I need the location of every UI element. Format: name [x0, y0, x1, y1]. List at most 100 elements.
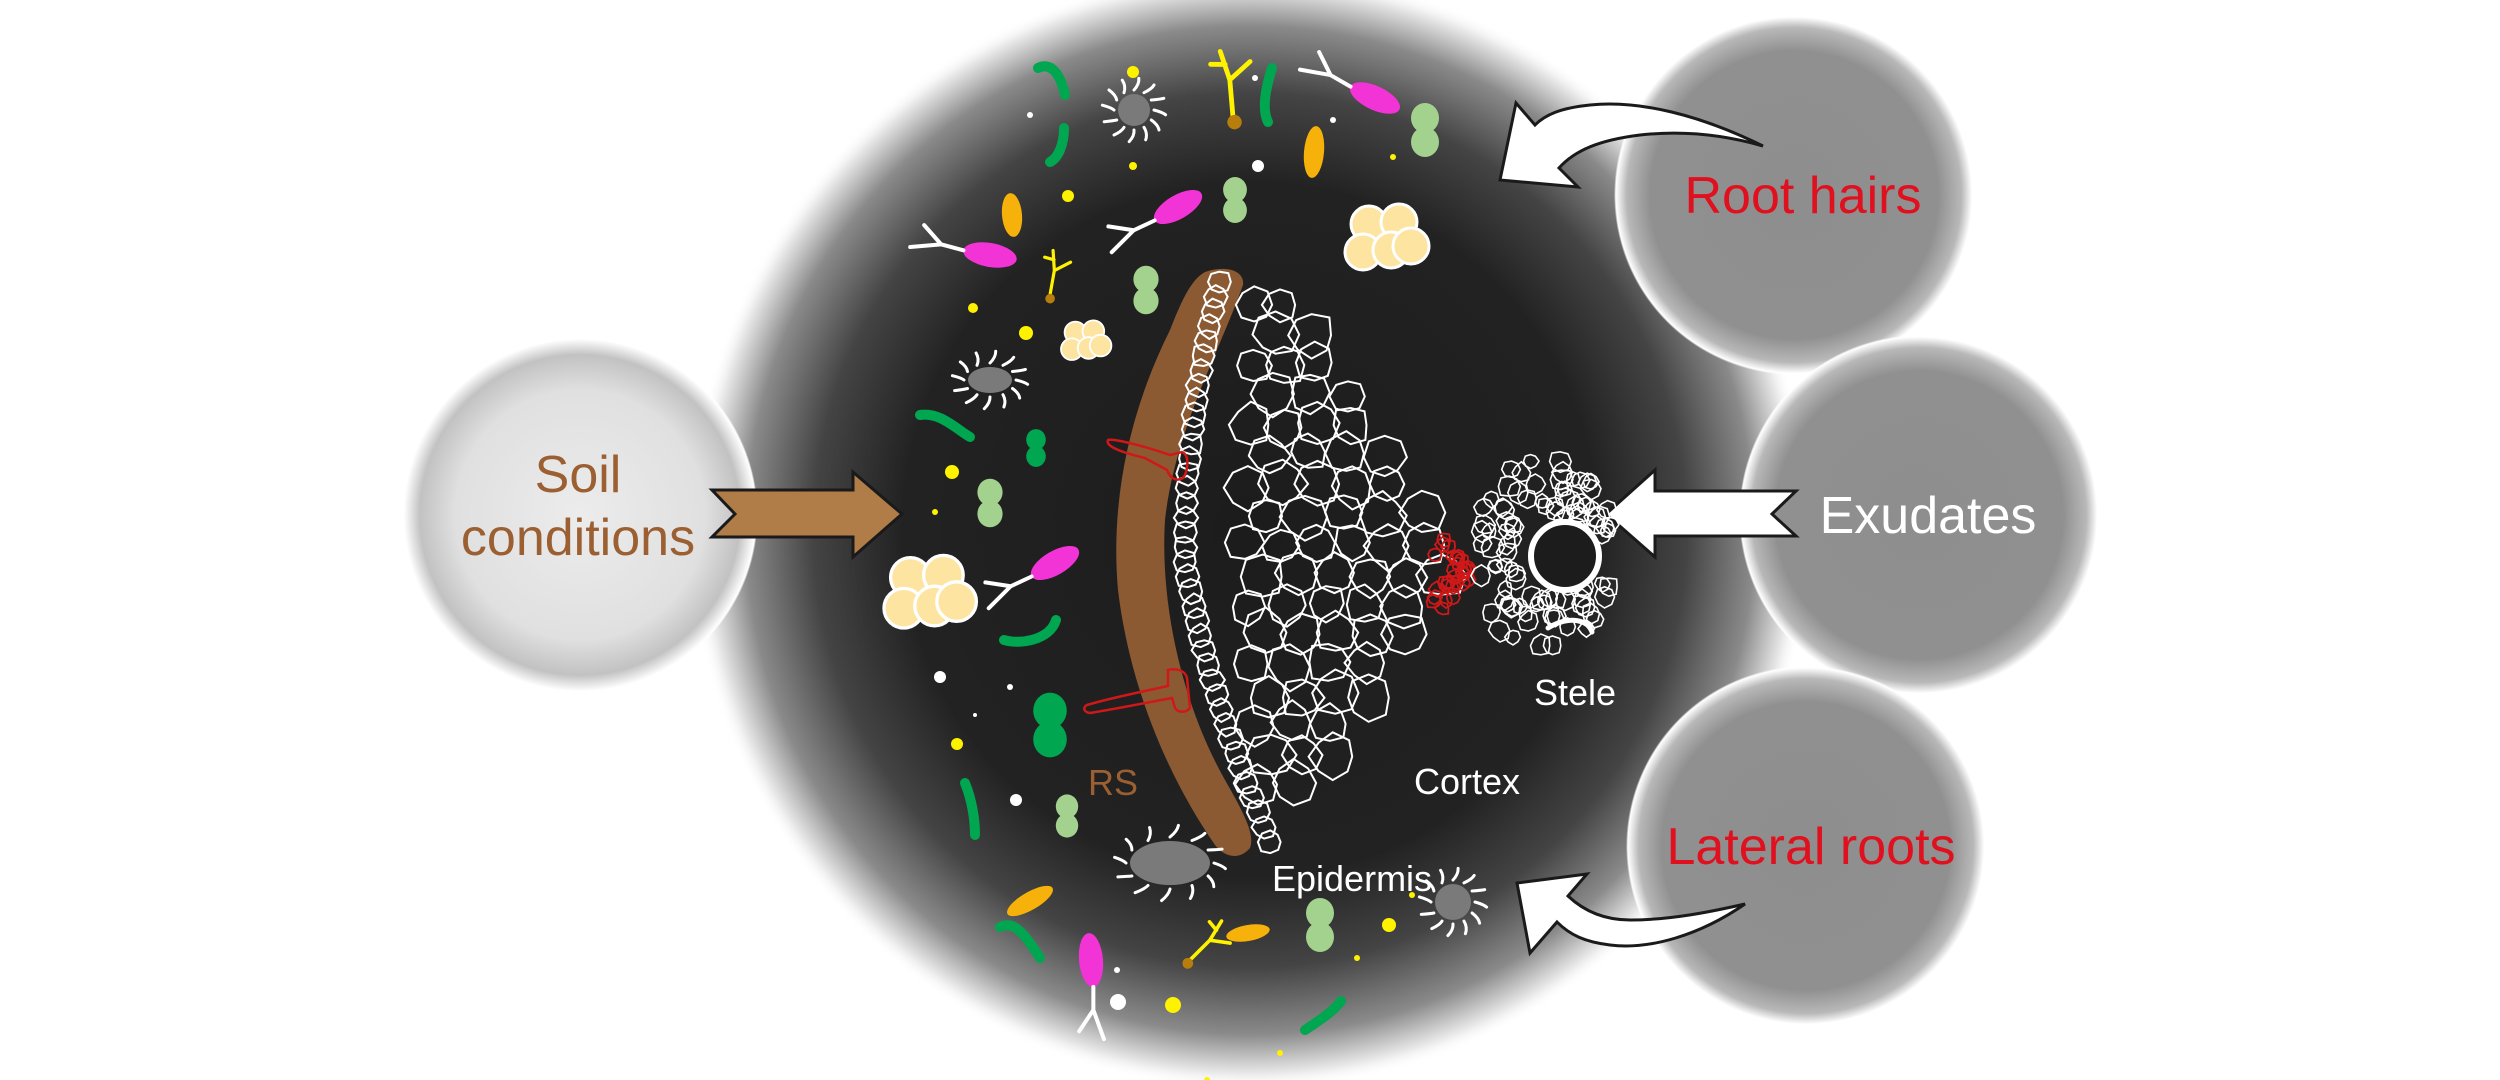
coccus-cell — [1033, 721, 1067, 758]
cortex-cell — [1262, 408, 1303, 450]
stele-cell — [1549, 469, 1574, 491]
hypha-spore — [1182, 957, 1194, 969]
cilium — [1419, 911, 1436, 916]
stele-cell — [1497, 475, 1522, 497]
epidermis-cell — [1181, 592, 1207, 620]
flagellated-bacterium — [983, 545, 1080, 611]
cortex-cell — [1261, 528, 1301, 563]
cortex-cell — [1287, 313, 1333, 360]
diplococcus — [1411, 103, 1439, 157]
stele-cell — [1521, 585, 1542, 609]
ciliate-protist — [1113, 823, 1227, 903]
particle — [1019, 326, 1033, 340]
stele-cell — [1495, 557, 1513, 574]
cortex-cell — [1379, 583, 1424, 630]
endodermis-cell — [1454, 564, 1470, 581]
cilium — [1188, 884, 1195, 900]
stele-cell — [1522, 453, 1540, 470]
coccus-cell — [1223, 177, 1247, 203]
stele-cell — [1577, 472, 1598, 493]
diplococcus — [1026, 429, 1046, 467]
cilium — [1132, 76, 1141, 92]
coccus-cell — [1133, 287, 1159, 315]
stele-cell — [1469, 563, 1491, 588]
cortex-cell — [1345, 583, 1384, 623]
epidermis-cell — [1178, 445, 1202, 472]
cilium — [1430, 919, 1444, 931]
cilium — [1473, 900, 1489, 909]
spore-cluster — [1343, 202, 1431, 272]
exudates-label: Exudates — [1820, 487, 2037, 545]
cilium — [1133, 884, 1150, 895]
cortex-cells — [1222, 285, 1468, 807]
stele-cell — [1505, 567, 1527, 591]
particle — [1277, 1050, 1283, 1056]
particle — [1010, 794, 1022, 806]
particle — [1252, 160, 1264, 172]
particle — [1027, 112, 1033, 118]
stele-cell — [1571, 594, 1592, 616]
endodermis-red-cells — [1425, 532, 1477, 616]
cilium — [964, 393, 979, 405]
coccus-cell — [1026, 429, 1046, 451]
cortex-cell — [1251, 310, 1301, 355]
stele-cell — [1503, 529, 1523, 550]
cortex-cell — [1234, 285, 1274, 323]
cilium — [1152, 108, 1168, 117]
cortex-cell — [1290, 432, 1327, 469]
particle — [1354, 955, 1360, 961]
cortex-cell — [1233, 704, 1275, 748]
stele-cell — [1517, 609, 1539, 632]
cilium — [1124, 837, 1134, 852]
bacterium-body — [1153, 189, 1203, 225]
epidermis-cell — [1196, 652, 1220, 677]
epidermis-cell — [1250, 815, 1277, 840]
rhizosheath-band — [1116, 268, 1252, 856]
stele-cell — [1550, 460, 1574, 485]
epidermis-cell — [1232, 770, 1259, 795]
filamentous-bacterium — [1259, 63, 1277, 127]
diplococcus — [1055, 794, 1079, 838]
epidermis-cell — [1172, 549, 1197, 574]
endodermis-cell — [1433, 601, 1450, 616]
fungal-hypha — [1182, 919, 1232, 969]
cilium — [1113, 855, 1128, 865]
epidermis-cell — [1174, 474, 1199, 500]
cilium — [1011, 387, 1022, 400]
cortex-cell — [1249, 674, 1291, 719]
cortex-cell — [1362, 434, 1409, 478]
lateral-roots-label: Lateral roots — [1666, 818, 1955, 876]
coccus-cell — [977, 500, 1003, 528]
endodermis-cell — [1445, 549, 1464, 566]
fungal-hypha — [1208, 48, 1253, 130]
coccus-cell — [1026, 445, 1046, 467]
epidermis-cell — [1180, 401, 1207, 429]
diplococcus — [1133, 265, 1159, 315]
stele-cell — [1494, 589, 1515, 611]
cilium — [1470, 911, 1482, 925]
stele-cell — [1542, 635, 1562, 656]
stele-cell — [1534, 492, 1552, 509]
cilium — [1446, 922, 1455, 938]
stele-cell — [1482, 603, 1502, 624]
ciliate-protist — [1417, 866, 1489, 938]
cilium — [1120, 78, 1127, 95]
cortex-cell — [1260, 288, 1297, 324]
filamentous-bacterium — [915, 409, 975, 442]
cortex-cell — [1227, 400, 1270, 446]
lateral-roots-bubble-shape — [1626, 666, 1986, 1026]
protist-body — [1435, 884, 1471, 920]
protist-body — [1118, 94, 1150, 126]
cilium — [1112, 125, 1126, 137]
cortex-cell — [1280, 734, 1324, 776]
epidermis-cell — [1172, 520, 1198, 544]
cilium — [1424, 879, 1436, 893]
stele-cell — [1516, 489, 1538, 510]
oval-cell — [1226, 924, 1270, 942]
cilium — [1206, 874, 1216, 889]
cilium — [953, 387, 969, 393]
cilium — [1190, 831, 1207, 842]
cortex-cell — [1348, 558, 1392, 600]
flagellum — [908, 223, 966, 253]
flagellated-bacterium — [908, 223, 1017, 268]
